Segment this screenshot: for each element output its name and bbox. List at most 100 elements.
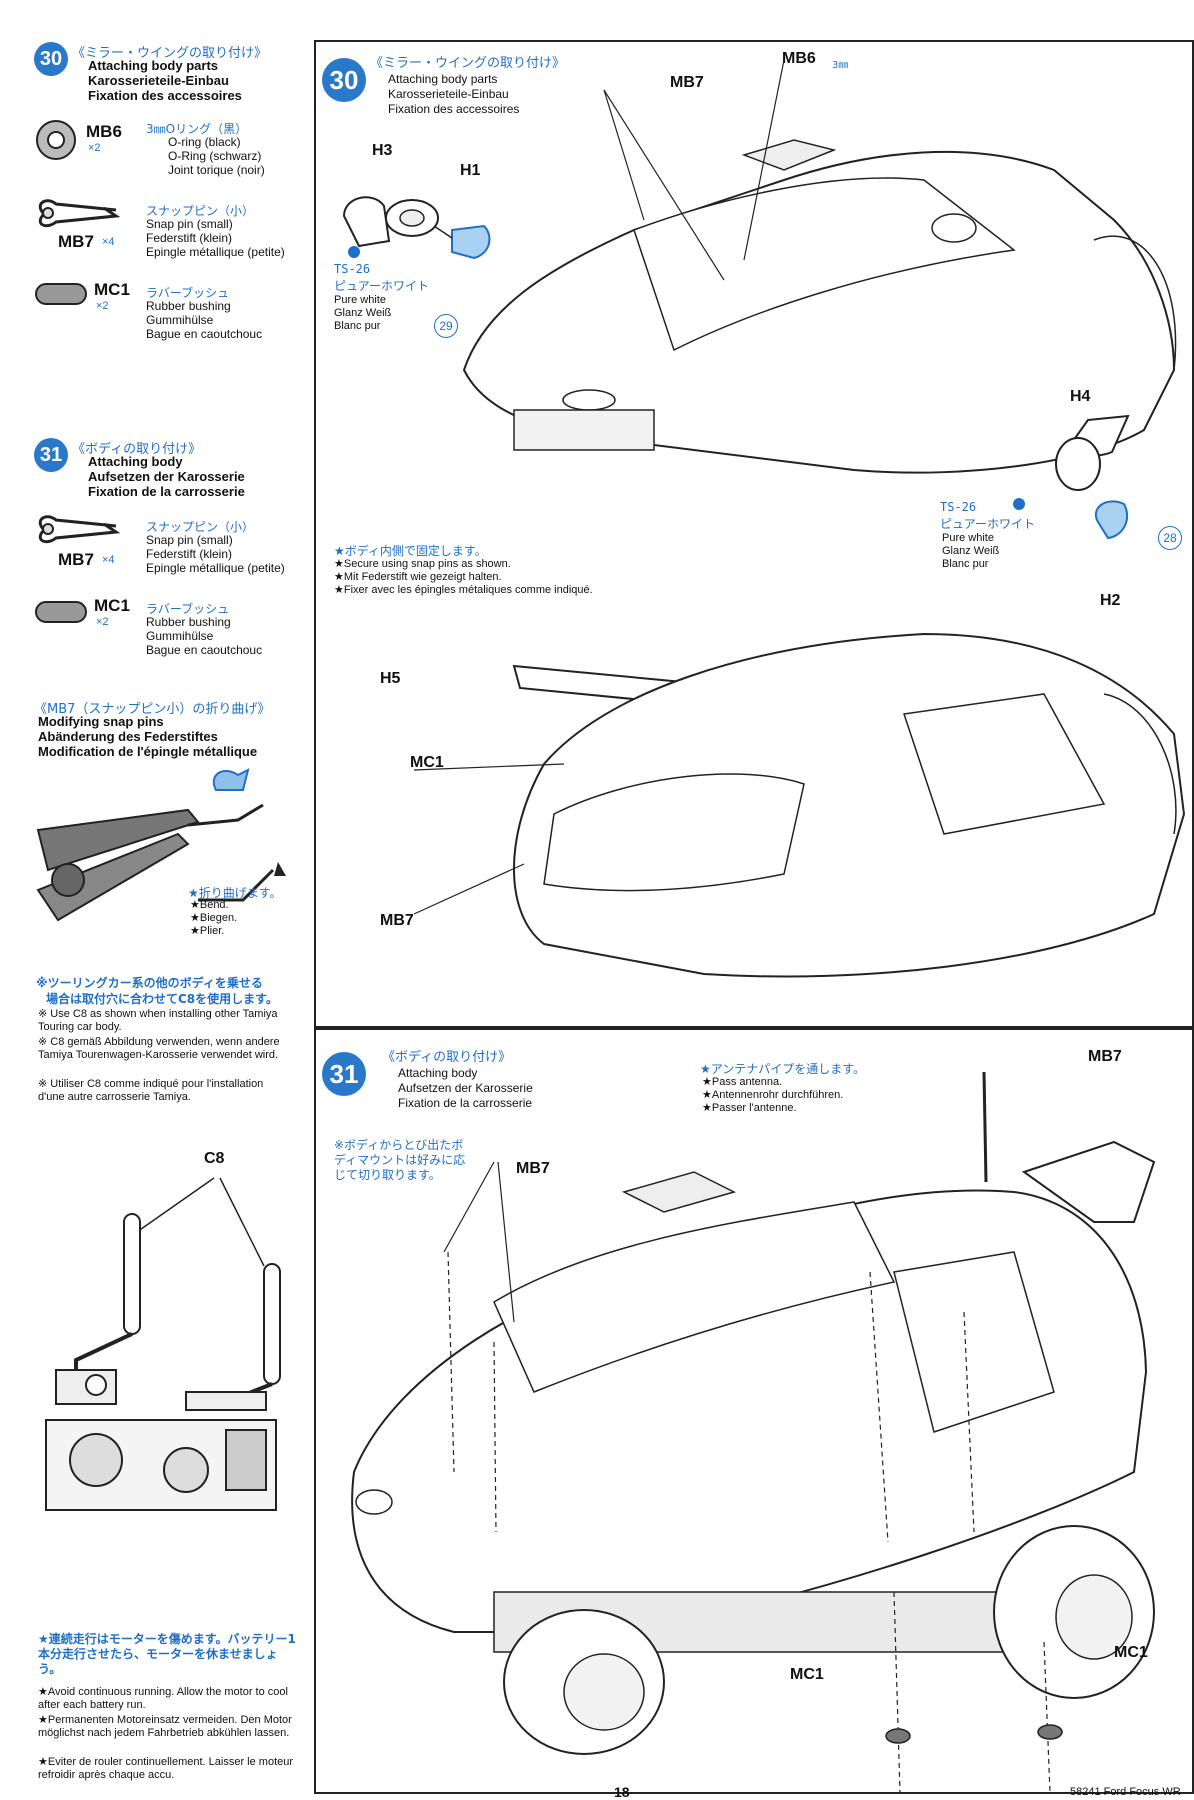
part-mb6-fr: Joint torique (noir) [168,163,265,177]
part-mb7-qty: ×4 [102,554,115,566]
rubber-bushing-icon [35,283,87,305]
panel-30-title-jp: 《ミラー・ウイングの取り付け》 [370,56,566,71]
panel-31-number-badge: 31 [322,1052,366,1096]
panel-31-title-fr: Fixation de la carrosserie [398,1096,533,1110]
secure-fr: ★Fixer avec les épingles métaliques comm… [334,584,593,596]
paint-right-code: TS-26 [940,500,977,514]
panel-30-title-de: Karosserieteile-Einbau [388,87,509,101]
panel-30-title-en: Attaching body parts [388,72,498,86]
callout-h5: H5 [380,670,401,687]
antenna-jp: ★アンテナパイプを通します。 [700,1062,866,1076]
snap-pin-icon [38,199,121,228]
callout-mc1: MC1 [410,754,444,771]
antenna-fr: ★Passer l'antenne. [702,1102,797,1114]
body-mount-note-jp: ※ボディからとび出たボディマウントは好みに応じて切り取ります。 [334,1138,466,1182]
part-mb7-code: MB7 [58,232,94,251]
callout-mc1-left: MC1 [790,1666,824,1683]
part-mb7-jp: スナップピン（小） [146,204,255,218]
modify-title-de: Abänderung des Federstiftes [38,729,218,744]
step-30-number-badge: 30 [34,42,68,76]
part-mc1-qty: ×2 [96,300,109,312]
c8-body-mount-illustration [55,1177,281,1411]
part-mb7-jp: スナップピン（小） [146,520,255,534]
part-mb6-qty: ×2 [88,142,101,154]
step-30-panel [314,40,1194,1028]
part-mc1-jp: ラバーブッシュ [146,286,230,300]
step-31-title-de: Aufsetzen der Karosserie [88,469,245,484]
step-31-panel [314,1028,1194,1794]
snap-pin-icon [38,515,121,544]
part-mb6-en: O-ring (black) [168,135,241,149]
o-ring-icon [36,120,76,160]
part-mc1-en: Rubber bushing [146,299,231,313]
paint-left-de: Glanz Weiß [334,307,392,319]
step-30-title-de: Karosserieteile-Einbau [88,73,229,88]
callout-mb7-lower: MB7 [380,912,414,929]
chassis-detail-illustration [45,1419,277,1511]
part-mb7-en: Snap pin (small) [146,533,233,547]
product-code-footer: 58241 Ford Focus WR [1070,1786,1181,1798]
pliers-bending-illustration [36,768,286,922]
part-mb7-code: MB7 [58,550,94,569]
warning-jp: ★連続走行はモーターを傷めます。バッテリー1本分走行させたら、モーターを休ませま… [38,1632,296,1676]
touring-note-jp-line2: 場合は取付穴に合わせてC8を使用します。 [46,992,278,1006]
part-mb7-en: Snap pin (small) [146,217,233,231]
mirror-h1-h3-illustration [342,196,491,260]
part-mc1-en: Rubber bushing [146,615,231,629]
step-31-title-en: Attaching body [88,454,183,469]
part-mb7-de: Federstift (klein) [146,231,233,245]
antenna-en: ★Pass antenna. [702,1076,783,1088]
touring-note-en: ※ Use C8 as shown when installing other … [38,1008,278,1033]
callout-mb7-rear: MB7 [1088,1048,1122,1065]
c8-label: C8 [204,1150,225,1167]
car-body-front-illustration [462,59,1177,474]
bend-de: ★Biegen. [190,912,238,924]
callout-h1: H1 [460,162,481,179]
step-31-number-badge: 31 [34,438,68,472]
paint-right-en: Pure white [942,532,994,544]
car-body-rear-illustration [413,632,1186,978]
paint-right-de: Glanz Weiß [942,545,1000,557]
bend-jp: ★折り曲げます。 [188,886,282,900]
part-mc1-code: MC1 [94,596,130,615]
paint-left-en: Pure white [334,294,386,306]
part-mc1-qty: ×2 [96,616,109,628]
callout-mb6-size: 3㎜ [832,60,849,71]
part-mb7-de: Federstift (klein) [146,547,233,561]
part-mc1-de: Gummihülse [146,313,214,327]
touring-note-fr: ※ Utiliser C8 comme indiqué pour l'insta… [38,1078,264,1103]
bend-en: ★Bend. [190,899,229,911]
car-on-chassis-illustration [351,1071,1156,1793]
part-mc1-fr: Bague en caoutchouc [146,327,263,341]
touring-note-jp-line1: ※ツーリングカー系の他のボディを乗せる [36,976,263,990]
callout-mb7-front: MB7 [516,1160,550,1177]
paint-right-fr: Blanc pur [942,558,989,570]
part-mb7-fr: Epingle métallique (petite) [146,245,285,259]
paint-left-code: TS-26 [334,262,371,276]
part-mb6-de: O-Ring (schwarz) [168,149,262,163]
callout-mc1-right: MC1 [1114,1644,1148,1661]
modify-title-fr: Modification de l'épingle métallique [38,744,258,759]
paint-brush-icon [1013,498,1025,510]
part-mc1-fr: Bague en caoutchouc [146,643,263,657]
callout-h3: H3 [372,142,393,159]
page-number: 18 [614,1784,630,1800]
modify-title-en: Modifying snap pins [38,714,164,729]
paint-left-fr: Blanc pur [334,320,381,332]
paint-left-jp: ピュアーホワイト [334,279,430,293]
antenna-de: ★Antennenrohr durchführen. [702,1089,844,1101]
panel-31-title-en: Attaching body [398,1066,478,1080]
part-mb6-code: MB6 [86,122,122,141]
step-31-title-fr: Fixation de la carrosserie [88,484,245,499]
part-mb7-fr: Epingle métallique (petite) [146,561,285,575]
panel-30-title-fr: Fixation des accessoires [388,102,520,116]
step-30-title-fr: Fixation des accessoires [88,88,242,103]
step-30-title-en: Attaching body parts [88,58,219,73]
decal-28-badge: 28 [1158,526,1182,550]
warning-en: ★Avoid continuous running. Allow the mot… [38,1686,288,1711]
decal-29-badge: 29 [434,314,458,338]
part-mc1-jp: ラバーブッシュ [146,602,230,616]
callout-h2: H2 [1100,592,1121,609]
modify-title-jp: 《MB7（スナップピン小）の折り曲げ》 [34,702,271,717]
rubber-bushing-icon [35,601,87,623]
